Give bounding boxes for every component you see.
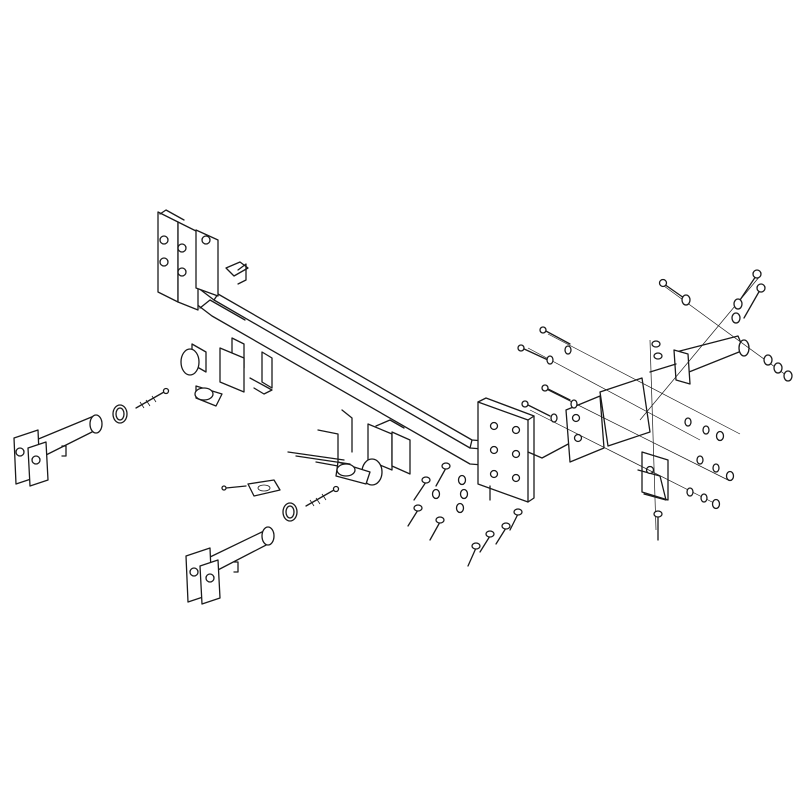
right-tow-tab-arm [185, 479, 340, 605]
hardware-bolts [407, 269, 793, 567]
left-mount-bracket [157, 209, 249, 407]
left-tow-tab-arm [13, 387, 170, 487]
right-mount-plate [477, 397, 573, 503]
center-receiver [335, 419, 411, 486]
right-frame-bracket [565, 335, 750, 501]
